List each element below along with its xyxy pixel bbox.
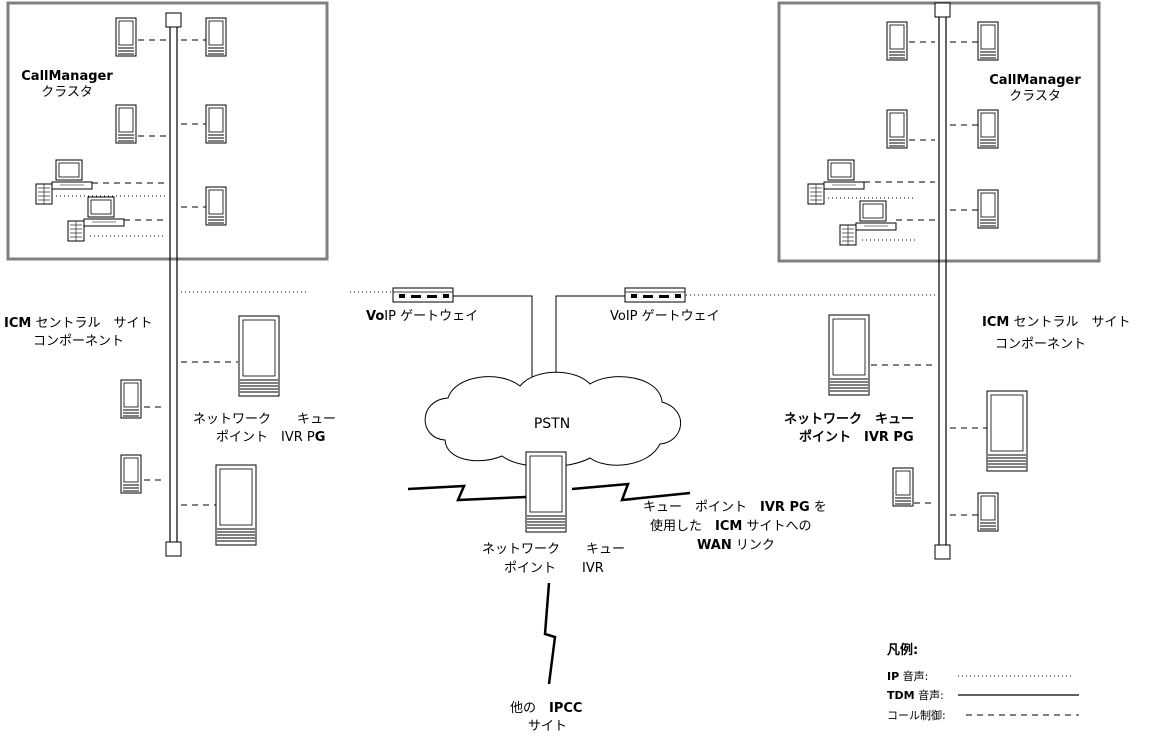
legend-ip-label: IP 音声: [887,669,928,685]
ip-phone-icon [205,17,227,57]
server-icon [525,451,567,533]
wan-link-bolts [407,482,691,685]
right-gateway-label: VoIP ゲートウェイ [610,309,720,324]
right-nqp-label-line2: ポイント IVR PG [799,430,914,445]
wan-label-line1: キュー ポイント IVR PG を [643,500,827,516]
pstn-label: PSTN [534,416,570,432]
legend-tdm-label: TDM 音声: [887,688,944,704]
left-gateway-rest: IP ゲートウェイ [384,309,479,324]
center-nqp-label-line2: ポイント IVR [504,561,604,576]
right-icm-label-line2: コンポーネント [995,337,1087,352]
ip-phone-icon [977,21,999,61]
wan-line2-b: ICM [715,519,743,534]
pc-phone-icon [807,159,865,205]
ip-phone-icon [205,104,227,144]
voip-gateway-icon [392,287,454,303]
legend-lines [958,675,1079,716]
left-cluster-label: CallManager クラスタ [12,69,122,101]
other-site-label-line2: サイト [528,719,568,734]
gateway-ip-voice-links [181,291,935,296]
gateway-tdm-links [453,295,625,382]
right-icm-rest: セントラル サイト [1009,315,1131,330]
legend-title: 凡例: [887,643,919,658]
right-nqp-label-line1: ネットワーク キュー [784,412,915,427]
left-cluster-box [6,1,329,261]
other-site-line1-a: 他の [510,701,550,716]
voip-gateway-icon [624,287,686,303]
ip-phone-icon [115,17,137,57]
right-call-control-links [864,41,989,516]
ip-phone-icon [886,109,908,149]
left-icm-prefix: ICM [4,316,32,331]
pc-phone-icon [839,200,897,246]
other-site-line1-b: IPCC [549,701,583,716]
legend-ip-rest: 音声: [899,670,929,683]
wan-label-line3: WAN リンク [697,538,775,554]
left-call-control-links [92,39,238,506]
left-nqp-label-line2: ポイント IVR PG [216,430,325,446]
ip-phone-icon [120,454,142,494]
wan-line3-b: リンク [731,538,775,553]
ip-phone-icon [977,492,999,532]
server-icon [238,315,280,397]
right-cluster-label: CallManager クラスタ [980,73,1090,105]
pc-phone-icon [67,196,125,242]
ip-phone-icon [892,467,914,507]
center-nqp-label-line1: ネットワーク キュー [482,542,626,557]
wan-label-line2: 使用した ICM サイトへの [650,519,811,535]
ip-phone-icon [977,189,999,229]
left-nqp-line2-b: IVR P [281,430,315,445]
left-gateway-label: VoIP ゲートウェイ [366,309,478,325]
right-icm-label: ICM セントラル サイト [982,315,1130,331]
legend-ip-prefix: IP [887,670,900,683]
legend-tdm-rest: 音声: [914,689,944,702]
ip-phone-icon [886,21,908,61]
right-cluster-suffix: クラスタ [1009,89,1061,104]
left-icm-rest: セントラル サイト [31,316,153,331]
wan-line2-a: 使用した [650,519,716,534]
left-icm-label: ICM セントラル サイト [4,316,152,332]
left-gateway-prefix: Vo [366,309,385,324]
left-cluster-suffix: クラスタ [41,85,93,100]
left-nqp-line2-c: G [314,430,326,445]
left-lan-bus [165,12,182,557]
right-cluster-name: CallManager [989,73,1081,88]
wan-line1-a: キュー ポイント [643,500,761,515]
ip-phone-icon [120,379,142,419]
right-lan-bus [934,2,951,560]
server-icon [215,464,257,546]
right-ip-voice-links [828,197,915,241]
wan-line3-a: WAN [697,538,732,553]
left-nqp-line2-a: ポイント [216,430,282,445]
wan-line1-b: IVR PG [760,500,810,515]
left-icm-label-line2: コンポーネント [33,334,125,349]
left-nqp-label-line1: ネットワーク キュー [193,412,337,427]
ip-phone-icon [205,186,227,226]
ip-phone-icon [977,109,999,149]
legend-tdm-prefix: TDM [887,689,915,702]
left-ip-voice-links [56,195,166,237]
right-icm-prefix: ICM [982,315,1010,330]
other-site-label-line1: 他の IPCC [510,701,582,717]
server-icon [828,314,870,396]
pc-phone-icon [35,159,93,205]
server-icon [986,390,1028,472]
legend-call-label: コール制御: [887,709,946,722]
wan-line1-c: を [809,500,827,515]
left-cluster-name: CallManager [21,69,113,84]
ip-phone-icon [115,104,137,144]
wan-line2-c: サイトへの [742,519,812,534]
